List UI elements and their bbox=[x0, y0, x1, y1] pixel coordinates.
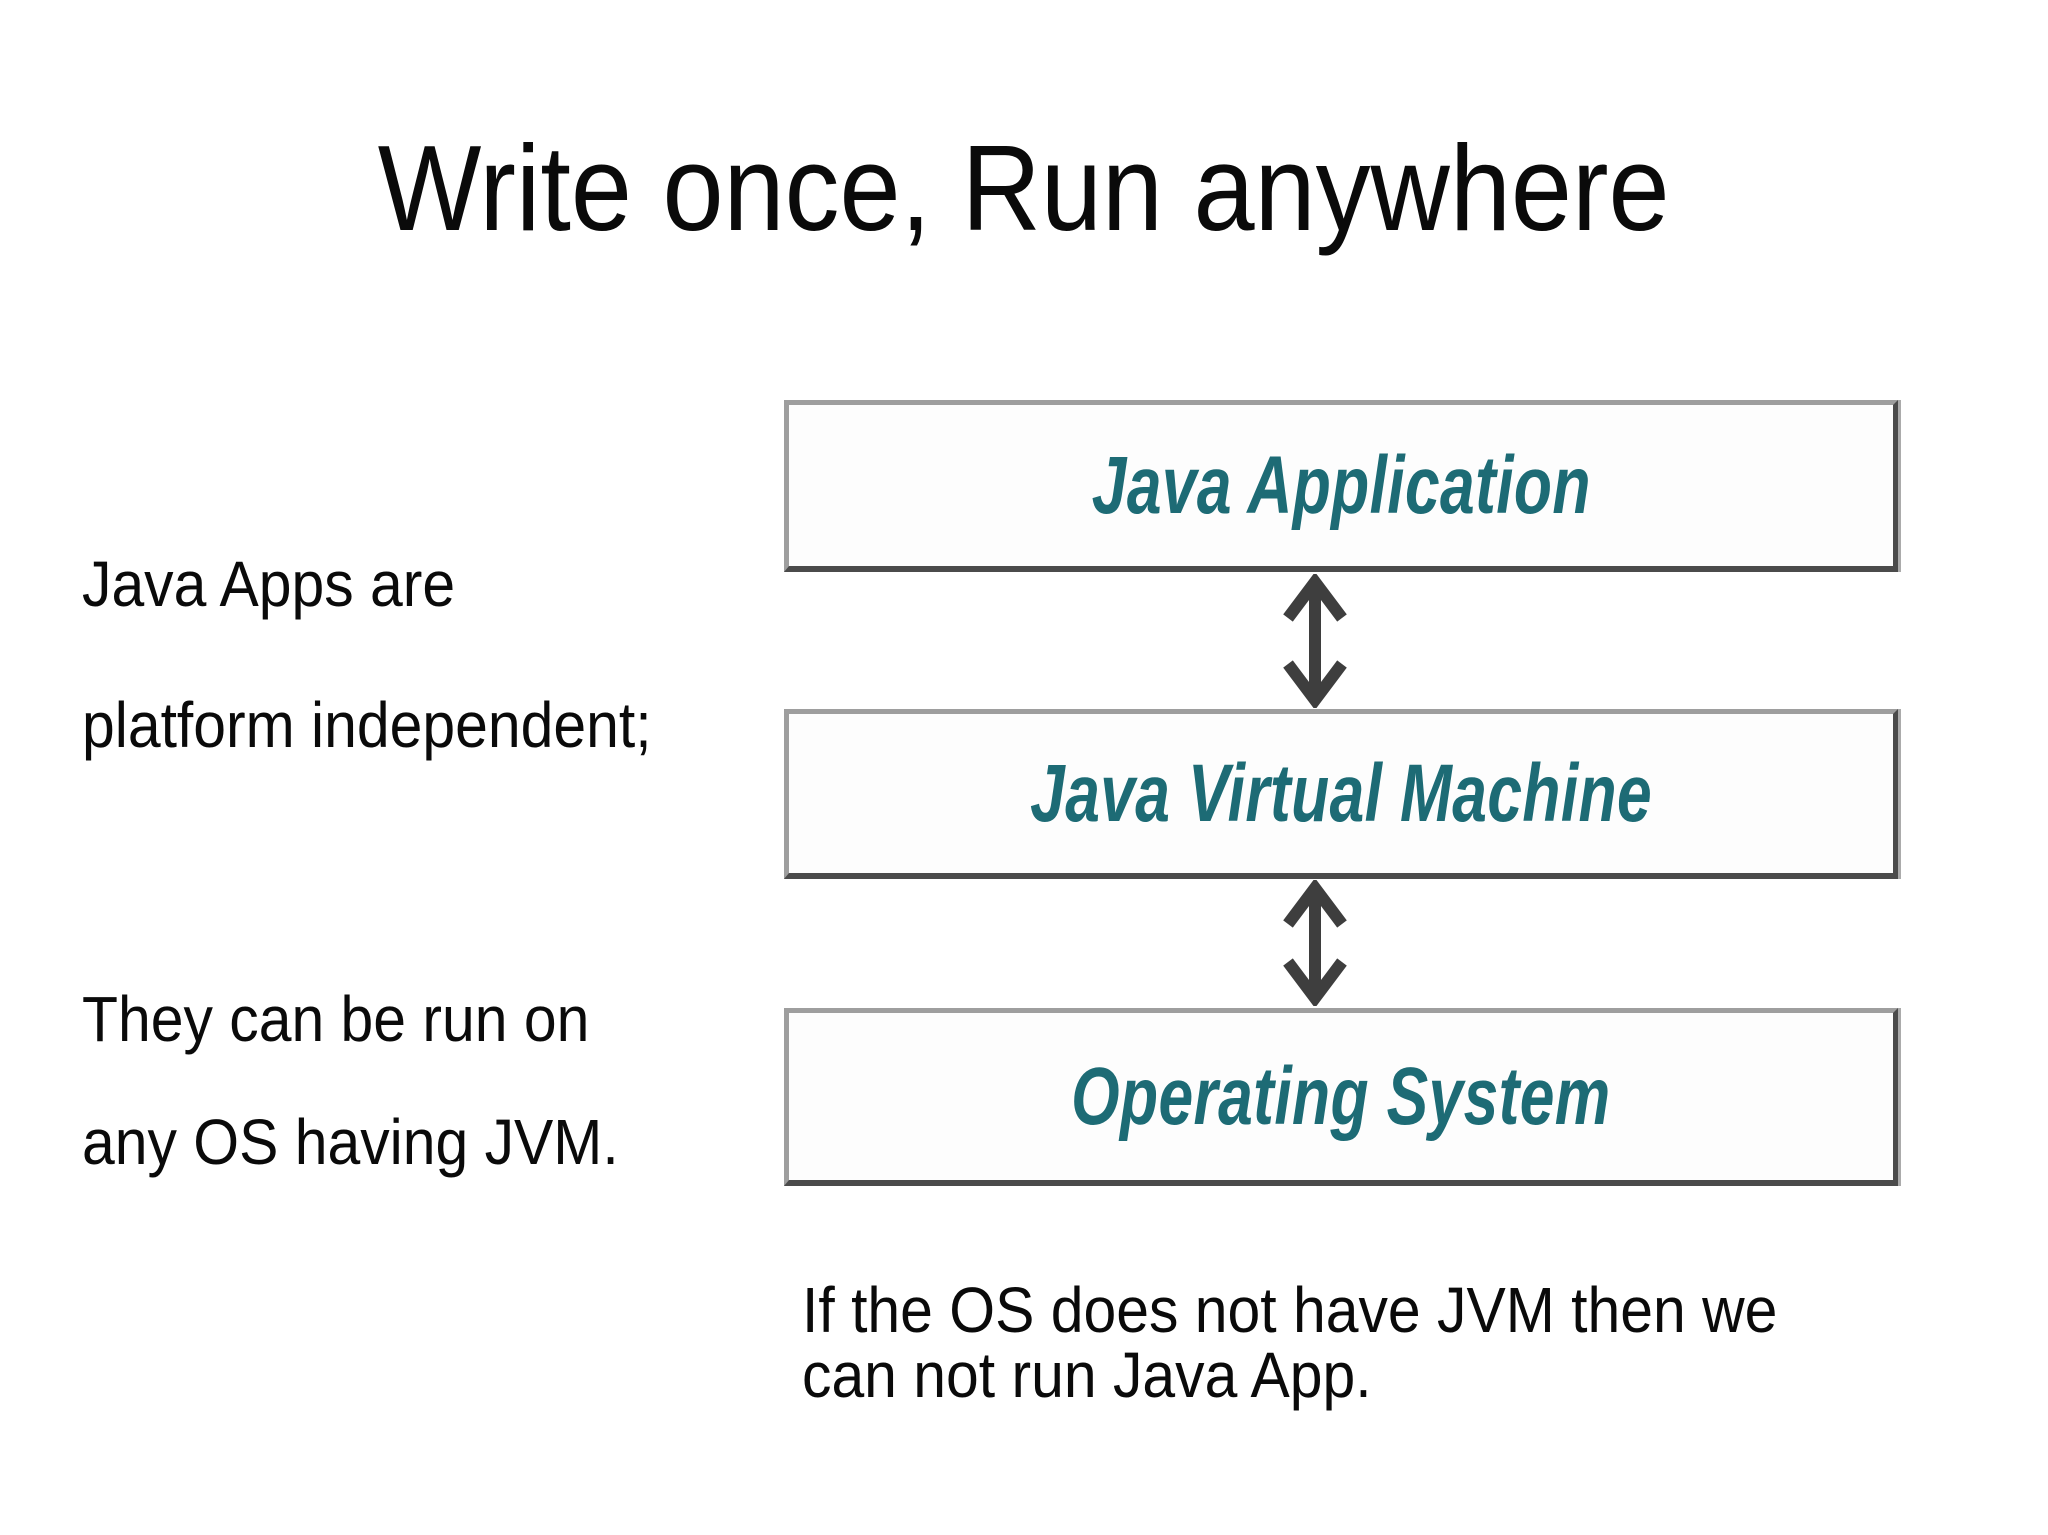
layer-box-java-application: Java Application bbox=[784, 400, 1898, 572]
note-line-2: platform independent; bbox=[82, 689, 652, 761]
note-line-1: Java Apps are bbox=[82, 548, 456, 620]
note-line-4: any OS having JVM. bbox=[82, 1106, 619, 1178]
slide-title: Write once, Run anywhere bbox=[0, 118, 2048, 258]
caption: If the OS does not have JVM then we can … bbox=[802, 1278, 1777, 1408]
double-arrow-vertical-icon bbox=[1283, 880, 1347, 1006]
layer-label-java-virtual-machine: Java Virtual Machine bbox=[1030, 747, 1652, 839]
layer-box-java-virtual-machine: Java Virtual Machine bbox=[784, 709, 1898, 879]
note-line-3: They can be run on bbox=[82, 983, 590, 1055]
slide-title-text: Write once, Run anywhere bbox=[378, 120, 1670, 256]
layer-label-operating-system: Operating System bbox=[1071, 1050, 1611, 1142]
layer-label-java-application: Java Application bbox=[1091, 439, 1591, 531]
layer-box-operating-system: Operating System bbox=[784, 1008, 1898, 1186]
double-arrow-vertical-icon bbox=[1283, 574, 1347, 708]
caption-line-2: can not run Java App. bbox=[802, 1339, 1372, 1411]
caption-line-1: If the OS does not have JVM then we bbox=[802, 1274, 1778, 1346]
